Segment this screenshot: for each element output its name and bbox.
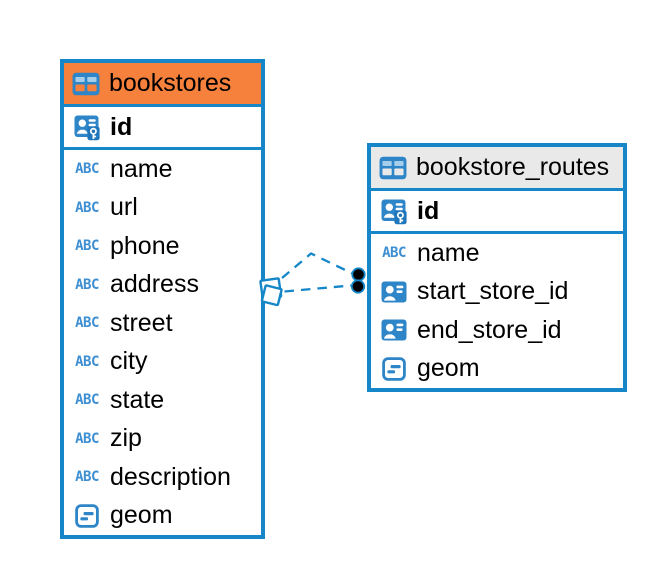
column-name: id (417, 196, 440, 225)
text-type-icon: ABC (75, 392, 99, 409)
column-row-name[interactable]: ABC name (64, 150, 261, 189)
column-name: start_store_id (417, 277, 569, 306)
fk-relationship-link-upper[interactable] (281, 252, 353, 279)
column-name: address (110, 270, 199, 299)
column-name: city (110, 347, 148, 376)
text-type-icon: ABC (75, 199, 99, 216)
column-name: description (110, 462, 231, 491)
column-name: name (110, 154, 173, 183)
column-name: state (110, 385, 165, 414)
column-row-city[interactable]: ABC city (64, 343, 261, 382)
table-bookstore-routes[interactable]: bookstore_routes id ABC name start_store… (367, 143, 627, 392)
column-name: street (110, 308, 173, 337)
text-type-icon: ABC (75, 315, 99, 332)
column-row-phone[interactable]: ABC phone (64, 227, 261, 266)
column-row-id[interactable]: id (371, 191, 623, 234)
table-name: bookstores (109, 69, 232, 97)
column-row-name[interactable]: ABC name (371, 234, 623, 273)
column-name: geom (417, 354, 480, 383)
column-row-end-store-id[interactable]: end_store_id (371, 311, 623, 350)
column-name: end_store_id (417, 315, 562, 344)
text-type-icon: ABC (75, 276, 99, 293)
primary-key-icon (379, 198, 409, 225)
table-header-bookstores[interactable]: bookstores (64, 63, 261, 107)
text-type-icon: ABC (75, 430, 99, 447)
column-row-geom[interactable]: geom (64, 497, 261, 536)
table-icon (379, 156, 407, 180)
column-row-geom[interactable]: geom (371, 350, 623, 389)
geometry-type-icon (72, 504, 102, 528)
column-name: zip (110, 424, 142, 453)
column-name: phone (110, 231, 180, 260)
column-name: url (110, 193, 138, 222)
primary-key-icon (72, 114, 102, 141)
text-type-icon: ABC (75, 353, 99, 370)
column-row-id[interactable]: id (64, 107, 261, 150)
column-name: name (417, 238, 480, 267)
text-type-icon: ABC (75, 238, 99, 255)
column-row-start-store-id[interactable]: start_store_id (371, 273, 623, 312)
fk-relationship-link-lower[interactable] (284, 284, 352, 293)
text-type-icon: ABC (75, 161, 99, 178)
text-type-icon: ABC (382, 245, 406, 262)
column-row-state[interactable]: ABC state (64, 381, 261, 420)
column-row-street[interactable]: ABC street (64, 304, 261, 343)
column-row-address[interactable]: ABC address (64, 266, 261, 305)
foreign-key-reference-icon (379, 319, 409, 341)
table-name: bookstore_routes (416, 153, 610, 181)
foreign-key-reference-icon (379, 281, 409, 303)
table-icon (72, 72, 100, 96)
geometry-type-icon (379, 357, 409, 381)
column-row-url[interactable]: ABC url (64, 189, 261, 228)
table-header-bookstore-routes[interactable]: bookstore_routes (371, 147, 623, 191)
column-name: id (110, 112, 133, 141)
text-type-icon: ABC (75, 469, 99, 486)
column-row-zip[interactable]: ABC zip (64, 420, 261, 459)
relationship-target-dot-markers[interactable] (350, 267, 366, 294)
table-bookstores[interactable]: bookstores id ABC name ABC url ABC phone… (60, 59, 265, 539)
column-name: geom (110, 501, 173, 530)
column-row-description[interactable]: ABC description (64, 458, 261, 497)
